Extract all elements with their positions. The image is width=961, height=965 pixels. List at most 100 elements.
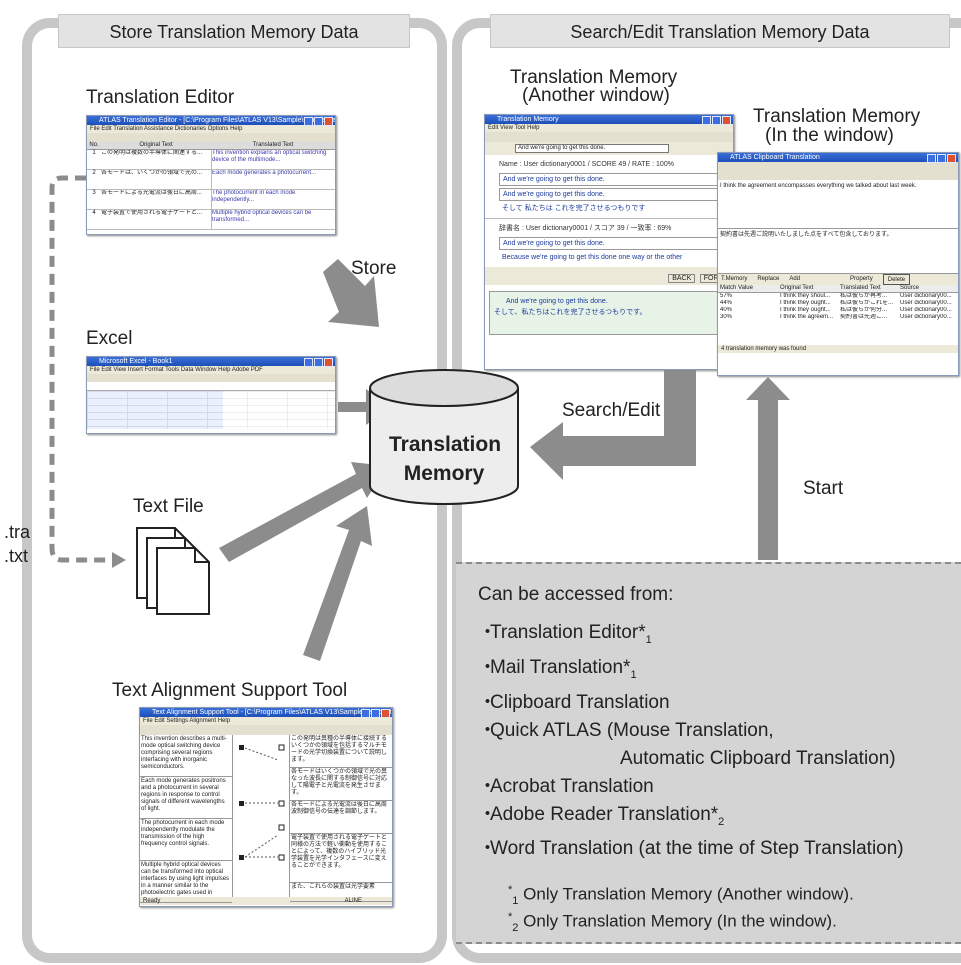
tm-back-button[interactable]: BACK	[668, 274, 696, 283]
clip-property-button[interactable]: Property	[850, 276, 873, 282]
align-left-segment[interactable]: Each mode generates positrons and a phot…	[140, 777, 232, 819]
clip-cell: 私は彼らが再考...	[840, 293, 888, 299]
note2-mark: 2	[512, 922, 519, 935]
access-item: ・Acrobat Translation	[478, 773, 904, 801]
bullet-icon: ・	[478, 838, 498, 860]
align-left-segment[interactable]: This invention describes a multi-mode op…	[140, 735, 232, 777]
access-item: ・Word Translation (at the time of Step T…	[478, 835, 904, 863]
clip-tmemory-label: T.Memory	[721, 276, 748, 282]
tm-window-buttons	[701, 116, 731, 127]
align-left-segment[interactable]: Multiple hybrid optical devices can be t…	[140, 861, 232, 903]
left-panel-title: Store Translation Memory Data	[58, 14, 410, 48]
access-title: Can be accessed from:	[478, 584, 674, 605]
access-item-label: Translation Editor*	[490, 622, 646, 643]
clip-column-header[interactable]: Original Text	[780, 285, 814, 291]
access-note-1: *1 Only Translation Memory (Another wind…	[508, 884, 854, 908]
clip-cell: 30%	[720, 314, 733, 320]
table-row[interactable]: 57%I think they shoul...私は彼らが再考...User d…	[718, 293, 958, 300]
table-row[interactable]: 44%I think they ought...私は彼らがこれを...User …	[718, 300, 958, 307]
translated-cell: Each mode generates a photocurrent...	[212, 170, 317, 176]
clip-cell: I think they ought...	[780, 307, 831, 313]
access-item-label: Automatic Clipboard Translation)	[620, 747, 896, 769]
excel-titlebar: Microsoft Excel - Book1	[87, 357, 335, 366]
clip-column-header[interactable]: Match Value	[720, 285, 753, 291]
database-label-line2: Memory	[403, 462, 485, 485]
bullet-icon: ・	[478, 656, 498, 678]
note1-mark: 1	[512, 895, 519, 908]
row-number: 2	[92, 170, 96, 176]
clip-status: 4 translation memory was found	[718, 345, 958, 353]
align-left-segment[interactable]: The photocurrent in each mode independen…	[140, 819, 232, 861]
note2-text: Only Translation Memory (In the window).	[523, 911, 837, 931]
footnote-mark: 2	[718, 815, 725, 828]
clip-cell: 44%	[720, 300, 733, 306]
translation-editor-screenshot: ATLAS Translation Editor - [C:\Program F…	[86, 115, 336, 235]
clip-cell: User dictionary00...	[900, 300, 952, 306]
access-item: ・Mail Translation*1	[478, 654, 904, 689]
table-row[interactable]: 40%I think they ought...私は彼らが何分...User d…	[718, 307, 958, 314]
clip-titlebar: ATLAS Clipboard Translation	[718, 153, 958, 162]
tm-forw-button[interactable]: FORW	[699, 274, 729, 283]
original-cell: 電子装置で使用される電子ゲートと...	[101, 210, 212, 229]
tm-toolbar	[485, 132, 733, 142]
tm-entry1-a: And we're going to get this done.	[499, 173, 729, 186]
editor-col-translated: Translated Text	[252, 142, 294, 148]
store-label: Store	[351, 258, 397, 279]
align-right-segment[interactable]: この発明は異種の半導体に接続するいくつかの領域を包括するマルチモードの光学切換装…	[290, 735, 392, 768]
clip-column-header[interactable]: Source	[900, 285, 920, 291]
tm-another-label-1: Translation Memory	[510, 67, 678, 88]
clip-cell: 契約書は先週ご...	[840, 314, 888, 320]
tm-menubar: Edit View Tool Help	[485, 124, 733, 132]
search-edit-label: Search/Edit	[562, 400, 661, 421]
clip-cell: User dictionary00...	[900, 314, 952, 320]
clip-cell: I think they ought...	[780, 300, 831, 306]
align-status-ready: Ready	[143, 898, 161, 904]
clip-column-header[interactable]: Translated Text	[840, 285, 881, 291]
footnote-mark: 1	[630, 668, 637, 681]
access-list: ・ Translation Editor* 1・Mail Translation*1…	[478, 619, 904, 863]
tm-entry2-a: And we're going to get this done.	[499, 237, 729, 250]
align-left-pane: This invention describes a multi-mode op…	[140, 735, 233, 903]
translated-cell: The photocurrent in each mode independen…	[212, 190, 296, 203]
tm-entry1-b: And we're going to get this done.	[499, 188, 729, 201]
tm-another-window-screenshot: Translation Memory Edit View Tool Help A…	[484, 114, 734, 370]
excel-menubar: File Edit View Insert Format Tools Data …	[87, 366, 335, 374]
align-titlebar: Text Alignment Support Tool - [C:\Progra…	[140, 708, 392, 717]
clip-cell: I think they shoul...	[780, 293, 831, 299]
access-item-label: Clipboard Translation	[490, 691, 670, 713]
tm-entry2-b: Because we're going to get this done one…	[502, 254, 683, 261]
access-item: ・Quick ATLAS (Mouse Translation,	[478, 717, 904, 745]
text-file-label: Text File	[133, 496, 204, 517]
clip-results-table: Match Value Original Text Translated Text S…	[718, 285, 958, 337]
text-file-icon	[136, 527, 210, 615]
access-item-label: Quick ATLAS (Mouse Translation,	[490, 719, 774, 741]
align-right-segment[interactable]: 電子装置で使用される電子ゲートと同様の方法で軽い衝動を使用することによって、複数…	[290, 834, 392, 883]
original-cell: 各モードによる光電流は後日に高周...	[101, 190, 212, 209]
clip-cell: 私は彼らが何分...	[840, 307, 888, 313]
clip-add-button[interactable]: Add	[789, 276, 801, 282]
align-right-segment[interactable]: 各モードはいくつかの領域で光の異なった波長に関する制御信号に対応して陽電子と光電…	[290, 768, 392, 801]
clip-cell: 57%	[720, 293, 733, 299]
tm-entry2-head: 辞書名 : User dictionary0001 / スコア 39 / 一致率…	[499, 225, 672, 232]
file-ext-txt: .txt	[4, 546, 29, 566]
clip-toolbar	[718, 162, 958, 180]
excel-label: Excel	[86, 328, 133, 349]
clip-delete-button[interactable]: Delete	[882, 274, 911, 285]
align-right-segment[interactable]: また、これらの装置は光学要素	[290, 883, 392, 902]
excel-window-buttons	[303, 358, 333, 369]
translated-cell: Multiple hybrid optical devices can be t…	[212, 210, 312, 223]
tm-search-input[interactable]: And we're going to get this done.	[515, 144, 669, 153]
clip-replace-button[interactable]: Replace	[757, 276, 780, 282]
excel-grid	[87, 391, 335, 429]
align-right-segment[interactable]: 各モードによる光電流は後日に高周波制御信号の伝達を調節します。	[290, 801, 392, 834]
tm-inwindow-label-2: (In the window)	[765, 125, 894, 146]
translation-memory-database-icon	[369, 369, 519, 505]
access-item-label: Acrobat Translation	[490, 775, 654, 797]
align-menubar: File Edit Settings Alignment Help	[140, 717, 392, 725]
table-row[interactable]: 30%I think the agreem...契約書は先週ご...User d…	[718, 314, 958, 321]
translation-editor-label: Translation Editor	[86, 87, 235, 108]
clip-target: 契約書は先週ご説明いたしました点をすべて包含しております。	[718, 229, 958, 274]
editor-titlebar: ATLAS Translation Editor - [C:\Program F…	[87, 116, 335, 125]
bullet-icon: ・	[478, 803, 498, 825]
